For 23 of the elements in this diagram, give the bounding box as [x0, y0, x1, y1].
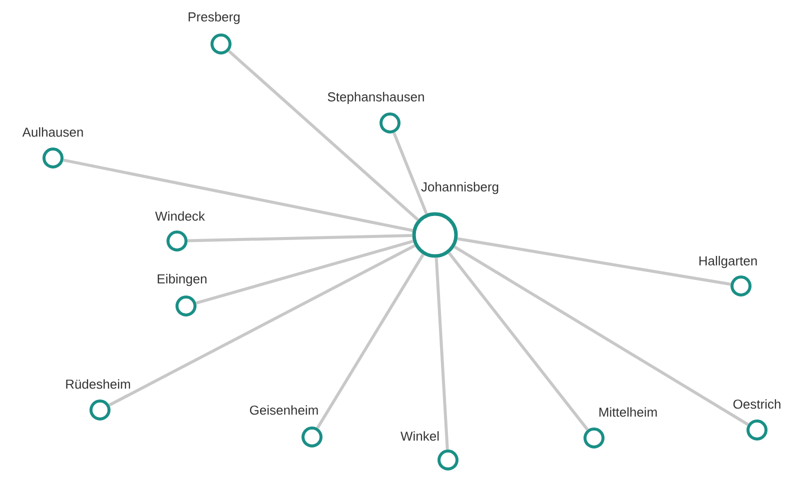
connector-line [63, 158, 413, 232]
connector-line [454, 246, 749, 426]
place-label: Eibingen [158, 274, 206, 286]
place-label: Geisenheim [250, 405, 318, 415]
place-label: Presberg [188, 12, 240, 24]
place-label: Windeck [155, 211, 205, 221]
connector-line [187, 234, 412, 242]
place-label: Stephanshausen [328, 92, 424, 104]
place-label: Winkel [400, 431, 439, 441]
place-label: Hallgarten [699, 256, 757, 268]
connector-line [108, 244, 416, 406]
place-label: Mittelheim [599, 407, 657, 417]
connector-line [196, 240, 414, 305]
place-label: Aulhausen [22, 127, 83, 137]
place-label: Oestrich [733, 399, 780, 409]
connector-line [316, 254, 424, 429]
connector-line [392, 132, 428, 214]
place-label: Johannisberg [421, 182, 498, 194]
connector-line [228, 50, 420, 221]
connector-line [434, 258, 449, 450]
connector-line [457, 237, 731, 286]
connector-line [448, 252, 589, 431]
place-label: Rüdesheim [66, 379, 130, 389]
